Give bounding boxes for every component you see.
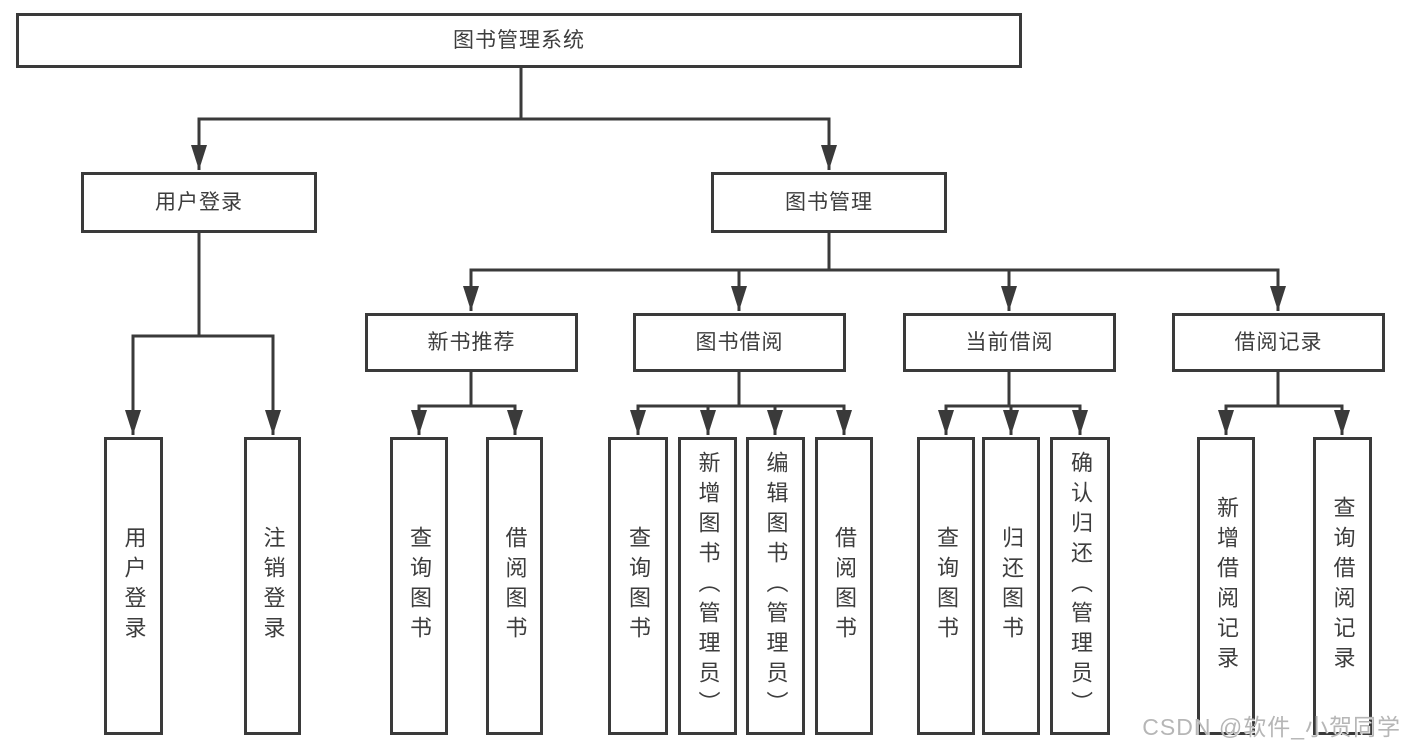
- node-label: 新书推荐: [427, 331, 516, 354]
- node-label: 借阅记录: [1234, 331, 1323, 354]
- node-book-borrowing: 图书借阅: [633, 313, 846, 372]
- node-label: 注销登录: [260, 526, 286, 646]
- node-leaf-current-query-books: 查询图书: [917, 437, 975, 735]
- node-leaf-recommend-query-books: 查询图书: [390, 437, 448, 735]
- node-leaf-borrowing-query-books: 查询图书: [608, 437, 668, 735]
- node-leaf-records-add-borrow-record: 新增借阅记录: [1197, 437, 1255, 735]
- node-label: 查询图书: [626, 526, 651, 646]
- node-label: 确认归还（管理员）: [1068, 451, 1093, 721]
- node-new-book-recommendation: 新书推荐: [365, 313, 578, 372]
- node-label: 编辑图书（管理员）: [763, 451, 789, 721]
- node-borrowing-records: 借阅记录: [1172, 313, 1385, 372]
- node-leaf-borrowing-edit-books-admin: 编辑图书（管理员）: [746, 437, 805, 735]
- node-leaf-current-confirm-return-admin: 确认归还（管理员）: [1050, 437, 1110, 735]
- node-label: 图书管理: [785, 191, 873, 214]
- node-label: 用户登录: [155, 191, 243, 214]
- node-leaf-records-query-borrow-record: 查询借阅记录: [1313, 437, 1372, 735]
- node-label: 新增图书（管理员）: [695, 451, 721, 721]
- node-label: 当前借阅: [965, 331, 1054, 354]
- node-label: 图书借阅: [695, 331, 784, 354]
- node-leaf-borrowing-borrow-books: 借阅图书: [815, 437, 873, 735]
- node-leaf-logout: 注销登录: [244, 437, 301, 735]
- node-leaf-current-return-books: 归还图书: [982, 437, 1040, 735]
- node-leaf-borrowing-add-books-admin: 新增图书（管理员）: [678, 437, 737, 735]
- node-user-login: 用户登录: [81, 172, 317, 233]
- node-label: 图书管理系统: [453, 29, 585, 52]
- node-leaf-user-login: 用户登录: [104, 437, 163, 735]
- node-label: 借阅图书: [832, 526, 857, 646]
- csdn-watermark: CSDN @软件_小贺同学: [1142, 714, 1401, 740]
- node-book-management: 图书管理: [711, 172, 947, 233]
- node-label: 查询图书: [407, 526, 432, 646]
- node-label: 借阅图书: [502, 526, 528, 646]
- node-leaf-recommend-borrow-books: 借阅图书: [486, 437, 543, 735]
- node-label: 查询借阅记录: [1330, 496, 1356, 676]
- node-label: 归还图书: [999, 526, 1024, 646]
- node-label: 查询图书: [934, 526, 959, 646]
- node-current-borrowing: 当前借阅: [903, 313, 1116, 372]
- node-label: 新增借阅记录: [1214, 496, 1239, 676]
- node-label: 用户登录: [121, 526, 147, 646]
- node-root-library-system: 图书管理系统: [16, 13, 1022, 68]
